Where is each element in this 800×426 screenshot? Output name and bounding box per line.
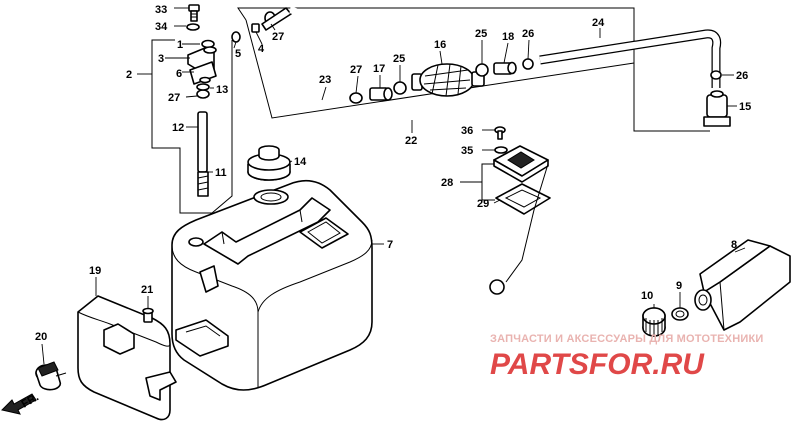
fuel-connector-3 bbox=[187, 46, 217, 85]
clip-27b bbox=[196, 89, 210, 99]
watermark-brand: PARTSFOR.RU bbox=[490, 348, 705, 381]
bolt-33 bbox=[188, 4, 200, 22]
callout-10: 10 bbox=[641, 290, 653, 302]
gauge-float bbox=[489, 279, 505, 295]
callout-27-b: 27 bbox=[168, 92, 180, 104]
fuel-connector-parts bbox=[186, 4, 276, 197]
callout-3: 3 bbox=[158, 53, 164, 65]
callout-18: 18 bbox=[502, 31, 514, 43]
clip-26b bbox=[710, 70, 722, 80]
front-direction-label: FR. bbox=[20, 391, 41, 410]
callout-33: 33 bbox=[155, 4, 167, 16]
nut-4 bbox=[251, 23, 260, 33]
clip-26 bbox=[522, 58, 534, 70]
callout-12: 12 bbox=[172, 122, 184, 134]
callout-23: 23 bbox=[319, 74, 331, 86]
watermark-caption: ЗАПЧАСТИ И АКСЕССУАРЫ ДЛЯ МОТОТЕХНИКИ bbox=[490, 333, 763, 345]
washer-34 bbox=[186, 23, 200, 31]
callout-2: 2 bbox=[126, 69, 132, 81]
clip-25b bbox=[475, 63, 489, 77]
leader-lines bbox=[41, 7, 746, 365]
callout-26: 26 bbox=[522, 28, 534, 40]
callout-27: 27 bbox=[272, 31, 284, 43]
tube-12 bbox=[197, 111, 208, 173]
callout-24: 24 bbox=[592, 17, 605, 29]
callout-5: 5 bbox=[235, 48, 241, 60]
callout-20: 20 bbox=[35, 331, 47, 343]
callout-25-b: 25 bbox=[475, 28, 487, 40]
callout-1: 1 bbox=[177, 39, 183, 51]
callout-4: 4 bbox=[258, 43, 265, 55]
joint-15 bbox=[703, 90, 731, 127]
assembly-22-bracket bbox=[237, 7, 710, 132]
callout-35: 35 bbox=[461, 145, 473, 157]
fuel-gauge-assembly bbox=[489, 126, 551, 295]
callout-9: 9 bbox=[676, 280, 682, 292]
callout-16: 16 bbox=[434, 39, 446, 51]
assembly-28-bracket bbox=[460, 163, 495, 201]
callout-36: 36 bbox=[461, 125, 473, 137]
callout-17: 17 bbox=[373, 63, 385, 75]
callout-19: 19 bbox=[89, 265, 101, 277]
side-cover-parts bbox=[35, 295, 177, 421]
primer-bulb-16 bbox=[411, 63, 485, 97]
callout-14: 14 bbox=[294, 156, 307, 168]
washer-35 bbox=[494, 146, 508, 154]
callout-11: 11 bbox=[215, 167, 227, 179]
spring-11 bbox=[197, 171, 209, 197]
callout-22: 22 bbox=[405, 135, 417, 147]
fuel-container-parts bbox=[642, 239, 791, 337]
callout-6: 6 bbox=[176, 68, 182, 80]
fuel-tank-7 bbox=[171, 179, 373, 391]
callout-8: 8 bbox=[731, 239, 737, 251]
washer-5 bbox=[231, 31, 241, 43]
callout-34: 34 bbox=[155, 21, 168, 33]
screw-36 bbox=[494, 126, 506, 140]
clip-27c bbox=[349, 92, 363, 104]
knob-20 bbox=[35, 361, 67, 391]
callout-25: 25 bbox=[393, 53, 405, 65]
callout-13: 13 bbox=[216, 84, 228, 96]
connector-18 bbox=[493, 61, 517, 75]
bolt-21 bbox=[142, 307, 154, 323]
callout-28: 28 bbox=[441, 177, 453, 189]
o-ring-9 bbox=[671, 307, 689, 321]
fuel-cap-14 bbox=[247, 145, 291, 181]
cap-10 bbox=[642, 307, 666, 337]
callout-21: 21 bbox=[141, 284, 153, 296]
callout-29: 29 bbox=[477, 198, 489, 210]
callout-15: 15 bbox=[739, 101, 751, 113]
watermark: ЗАПЧАСТИ И АКСЕССУАРЫ ДЛЯ МОТОТЕХНИКИ PA… bbox=[490, 333, 763, 381]
clip-25 bbox=[393, 81, 407, 95]
callout-26-b: 26 bbox=[736, 70, 748, 82]
container-8 bbox=[694, 239, 791, 331]
gasket-29 bbox=[495, 183, 551, 215]
fuel-hoses bbox=[261, 6, 731, 127]
callout-27-c: 27 bbox=[350, 64, 362, 76]
front-direction-arrow: FR. bbox=[1, 391, 41, 415]
cover-19 bbox=[77, 295, 177, 421]
connector-17 bbox=[369, 87, 393, 101]
callout-7: 7 bbox=[387, 239, 393, 251]
washer-13 bbox=[196, 83, 210, 91]
gauge-28 bbox=[493, 145, 549, 183]
assembly-2-bracket bbox=[137, 39, 233, 214]
part-number-callouts: 33 34 1 3 6 5 4 27 2 27 13 12 11 14 23 2… bbox=[35, 4, 751, 343]
